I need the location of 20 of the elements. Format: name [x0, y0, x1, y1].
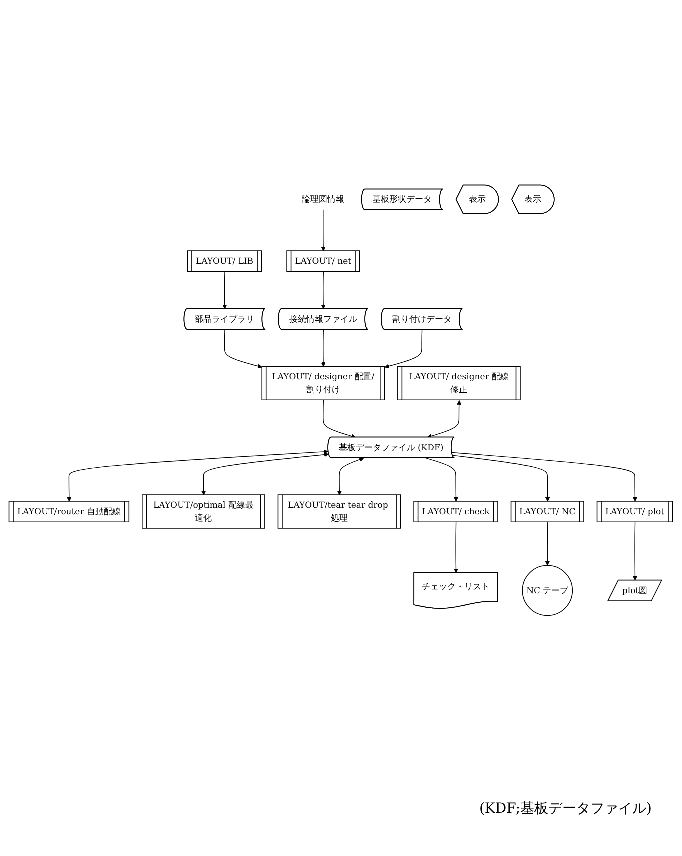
arrow [452, 452, 638, 502]
arrow [224, 329, 263, 368]
arrow [545, 522, 550, 566]
node-circle: NC テープ [522, 564, 574, 616]
arrow [454, 522, 459, 573]
arrow [337, 457, 364, 496]
arrow [427, 400, 462, 438]
note: (KDF;基板データファイル) [478, 800, 652, 818]
arrow [323, 400, 356, 438]
arrow [632, 522, 638, 580]
arrow [202, 452, 330, 496]
arrow [452, 454, 550, 502]
arrow [222, 271, 228, 309]
arrow [321, 329, 326, 367]
arrow [321, 271, 326, 309]
arrow [67, 449, 329, 502]
node-text: 論理図情報 [302, 194, 345, 204]
arrow [321, 209, 326, 252]
arrow [425, 457, 459, 502]
arrow [384, 329, 423, 368]
